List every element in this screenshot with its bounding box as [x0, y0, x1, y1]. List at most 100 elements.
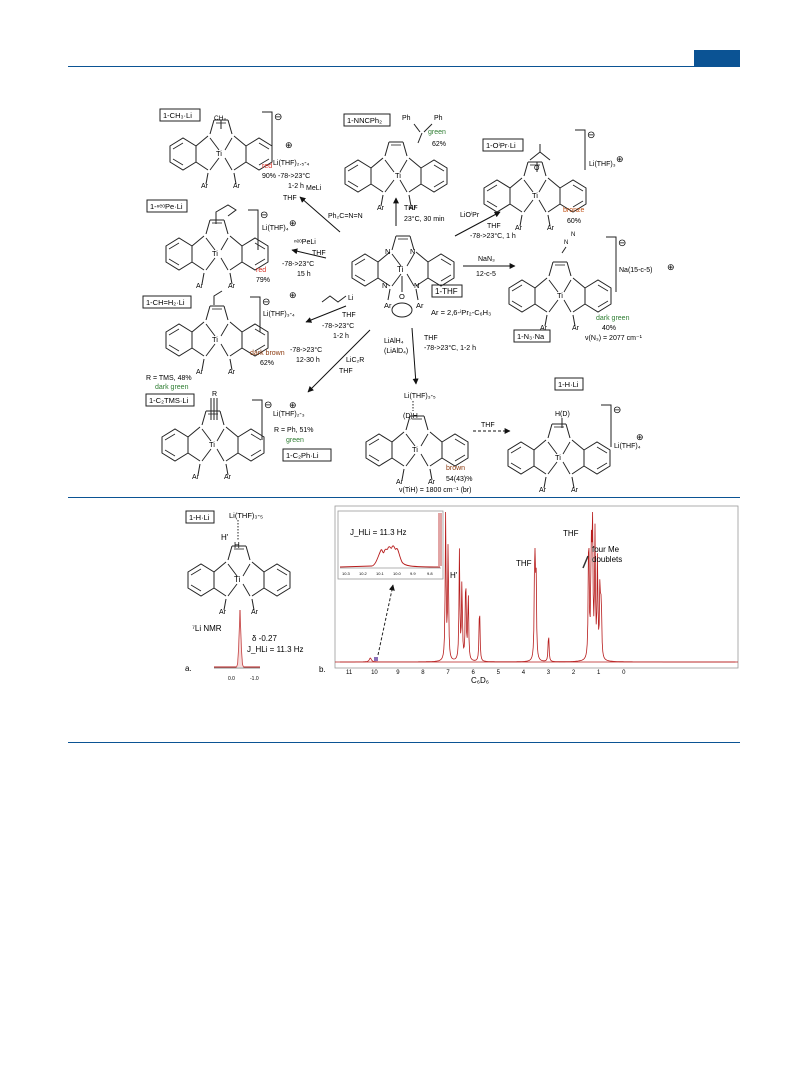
- cation-charge-icon: ⊕: [285, 140, 293, 150]
- product-hli: 1-H·Li H(D) Ti Ar Ar ⊖ Li(THF)₄ ⊕: [507, 377, 644, 494]
- cation-charge-icon: ⊕: [289, 218, 297, 228]
- ar-label: Ar: [228, 283, 236, 290]
- ar-label: Ar: [396, 479, 404, 486]
- anion-charge-icon: ⊖: [274, 112, 282, 123]
- ar-label: Ar: [416, 301, 424, 310]
- center-label: 1-THF: [435, 287, 458, 296]
- ti-atom: Ti: [395, 171, 401, 180]
- product-neope-label: 1-ⁿᵉᵒPe·Li: [150, 202, 183, 211]
- solvent: 12-c-5: [476, 271, 496, 278]
- yield: 62%: [260, 360, 274, 367]
- solvent: THF: [404, 205, 418, 212]
- anion-charge-icon: ⊖: [618, 238, 626, 249]
- reagent: NaN₃: [478, 256, 495, 263]
- tms-color: dark green: [155, 384, 189, 391]
- ti-atom: Ti: [212, 335, 218, 344]
- ar-label: Ar: [224, 474, 232, 481]
- panel-b-label: b.: [319, 665, 326, 674]
- o-atom: O: [534, 165, 540, 172]
- ti-atom: Ti: [412, 445, 418, 454]
- solvent: THF: [339, 368, 353, 375]
- n-atom: N: [382, 281, 387, 290]
- spectrum-frame: [334, 505, 739, 669]
- ti-atom: Ti: [234, 575, 241, 584]
- reagent: LiOⁱPr: [460, 211, 480, 219]
- panel-a-label: a.: [185, 664, 192, 673]
- solvent: THF: [342, 312, 356, 319]
- inset-frame: [337, 510, 444, 580]
- solvent: THF: [312, 250, 326, 257]
- ti-atom: Ti: [557, 291, 563, 300]
- product-c2tms-label: 1-C₂TMS·Li: [149, 396, 188, 405]
- ar-label: Ar: [201, 183, 209, 190]
- ti-atom: Ti: [212, 249, 218, 258]
- inset-trace: [339, 545, 441, 568]
- h-tick-label: 4: [522, 670, 526, 676]
- h-tick-label: 1: [597, 670, 601, 676]
- ar-label: Ar: [572, 325, 580, 332]
- color-note: brown: [446, 465, 465, 472]
- ir-value: ν(TiH) = 1800 cm⁻¹ (br): [399, 487, 471, 494]
- counter-ion: Li(THF)₄: [614, 443, 641, 450]
- thf-annotation: THF: [516, 559, 532, 568]
- inset-coupling: J_HLi = 11.3 Hz: [350, 528, 407, 537]
- time: 1-2 h: [333, 333, 349, 340]
- product-c2ph-label: 1-C₂Ph·Li: [286, 451, 319, 460]
- inset-tick-label: 10.0: [393, 571, 402, 576]
- yield: 40%: [602, 325, 616, 332]
- product-oiprli: 1-OⁱPr·Li O Ti Ar Ar ⊖ Li(THF)₃ ⊕ bronze…: [482, 129, 624, 232]
- ar-label: Ar: [219, 609, 227, 616]
- h-tick-label: 11: [346, 670, 353, 676]
- product-c2rli: R = TMS, 48% dark green 1-C₂TMS·Li R Ti …: [145, 375, 332, 481]
- reagent: (LiAlD₄): [384, 348, 408, 355]
- product-ch3-label: 1-CH₃·Li: [163, 111, 192, 120]
- temperature: -78->23°C: [290, 346, 322, 354]
- ar-label: Ar: [251, 609, 259, 616]
- product-nnc-label: 1-NNCPh₂: [347, 116, 382, 125]
- anion-charge-icon: ⊖: [262, 297, 270, 308]
- n-atom: N: [410, 247, 415, 256]
- temperature: -78->23°C: [278, 172, 310, 180]
- color-note: green: [428, 129, 446, 136]
- time: 1-2 h: [288, 183, 304, 190]
- inset-tick-label: 9.9: [410, 571, 416, 576]
- h-tick-label: 6: [472, 670, 476, 676]
- li-tick: -1.0: [250, 676, 259, 682]
- li-nmr-title: ⁷Li NMR: [192, 624, 222, 633]
- inset-pointer-arrow: [377, 584, 395, 656]
- cation-charge-icon: ⊕: [616, 154, 624, 164]
- ar-label: Ar: [547, 225, 555, 232]
- product-ch3li: 1-CH₃·Li CH₃ Ti Ar Ar ⊖ Li(THF)₂.₅-₄ ⊕ r…: [159, 108, 310, 190]
- center-label-box: [431, 284, 463, 298]
- reagent: ⁿᵉᵒPeLi: [294, 239, 316, 246]
- product-n3na: N N Ti Ar Ar ⊖ Na(15-c-5) ⊕ 1-N₃·Na dark…: [508, 232, 675, 343]
- me-annotation: doublets: [592, 555, 622, 564]
- hydride-peak-marker: [374, 657, 378, 661]
- figure-bottom-rule: [68, 742, 740, 743]
- ar-label: Ar: [539, 487, 547, 494]
- conditions: -78->23°C, 1-2 h: [424, 344, 476, 352]
- counter-ion: Li(THF)₄: [262, 225, 289, 232]
- counter-ion: Li(THF)₃-₄: [263, 311, 295, 318]
- h-prime-label: H': [221, 533, 229, 542]
- h-tick-label: 2: [572, 670, 576, 676]
- h-tick-label: 7: [446, 670, 450, 676]
- reagent: LiC₂R: [346, 357, 364, 364]
- solvent-label: C₆D₆: [471, 676, 489, 685]
- tms-yield: R = TMS, 48%: [146, 375, 192, 382]
- counter-ion: Li(THF)₃: [589, 161, 616, 168]
- color-note: dark green: [596, 315, 630, 322]
- ar-label: Ar: [228, 369, 236, 376]
- conditions: -78->23°C, 1 h: [470, 232, 516, 240]
- li-tick: 0.0: [228, 676, 235, 682]
- temperature: -78->23°C: [322, 322, 354, 330]
- time: 12-30 h: [296, 357, 320, 364]
- h-tick-label: 5: [497, 670, 501, 676]
- ar-label: Ar: [409, 205, 417, 212]
- o-atom: O: [399, 292, 405, 301]
- ti-atom: Ti: [555, 453, 561, 462]
- ir-value: ν(N₃) = 2077 cm⁻¹: [585, 335, 643, 342]
